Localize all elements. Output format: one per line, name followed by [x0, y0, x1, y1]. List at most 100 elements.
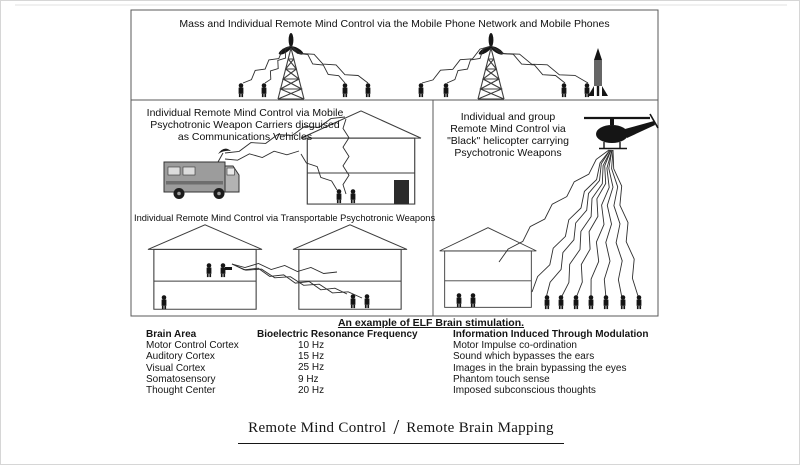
footer-title-text: Remote Mind Control/Remote Brain Mapping: [238, 415, 564, 444]
col-header-brain-area: Brain Area: [146, 329, 197, 340]
col-header-frequency: Bioelectric Resonance Frequency: [257, 329, 418, 340]
person-icon: [456, 293, 462, 308]
zigzag-beam: [603, 149, 614, 299]
elf-table-col-effect: Information Induced Through Modulation M…: [453, 329, 649, 396]
transportable-section-title: Individual Remote Mind Control via Trans…: [134, 213, 436, 223]
zigzag-beam: [224, 150, 300, 161]
person-icon: [558, 295, 564, 310]
transmission-tower-icon: [477, 32, 505, 100]
van-title-line: Psychotronic Weapon Carriers disguised: [150, 119, 340, 131]
person-icon: [350, 189, 356, 204]
zigzag-beam: [611, 149, 623, 299]
zigzag-beam: [545, 149, 611, 299]
van-section-graphic: [163, 110, 422, 205]
elf-table-col-brain-area: Brain Area Motor Control Cortex Auditory…: [146, 329, 239, 396]
person-icon: [220, 263, 226, 278]
radio-beams: [242, 45, 589, 84]
person-icon: [603, 295, 609, 310]
table-cell: Phantom touch sense: [453, 373, 550, 385]
zigzag-beam: [224, 116, 346, 154]
crowd-figures: [544, 295, 642, 310]
footer-right-text: Remote Brain Mapping: [406, 420, 554, 436]
table-cell: 20 Hz: [298, 384, 325, 396]
person-icon: [364, 294, 370, 309]
table-cell: 9 Hz: [298, 373, 319, 385]
van-icon: [163, 148, 240, 199]
transmission-tower-icon: [277, 32, 305, 100]
table-cell: Visual Cortex: [146, 362, 206, 374]
table-cell: Motor Impulse co-ordination: [453, 340, 577, 352]
table-cell: Thought Center: [146, 385, 216, 397]
person-icon: [470, 293, 476, 308]
helicopter-icon: [584, 113, 659, 150]
person-icon: [350, 294, 356, 309]
table-cell: Imposed subconscious thoughts: [453, 385, 596, 397]
zigzag-beam: [490, 45, 566, 84]
table-cell: Images in the brain bypassing the eyes: [453, 362, 627, 374]
van-title-line: as Communications Vehicles: [177, 131, 313, 143]
person-icon: [573, 295, 579, 310]
footer-left-text: Remote Mind Control: [248, 420, 387, 436]
zigzag-beam: [231, 263, 338, 274]
person-icon: [161, 295, 167, 310]
mobile-network-graphic: [238, 32, 608, 100]
zigzag-beam: [531, 149, 611, 293]
zigzag-beam: [590, 149, 613, 299]
zigzag-beam: [575, 149, 612, 299]
diagram-frame: [130, 9, 659, 317]
person-icon: [342, 83, 348, 98]
table-cell: 15 Hz: [298, 351, 325, 363]
person-icon: [418, 83, 424, 98]
elf-table-col-frequency: 10 Hz 15 Hz 25 Hz 9 Hz 20 Hz: [298, 340, 324, 396]
crowd-figures: [238, 83, 590, 98]
person-icon: [544, 295, 550, 310]
table-cell: Somatosensory: [146, 373, 216, 385]
house-icon: [439, 227, 537, 308]
table-cell: Motor Control Cortex: [146, 340, 239, 352]
radio-beams: [498, 149, 639, 299]
helicopter-title-line: Remote Mind Control via: [450, 123, 566, 135]
zigzag-beam: [498, 149, 610, 263]
col-header-effect: Information Induced Through Modulation: [453, 329, 649, 340]
zigzag-beam: [490, 45, 589, 84]
radio-beams: [224, 116, 350, 195]
elf-table-title: An example of ELF Brain stimulation.: [337, 317, 525, 329]
person-icon: [588, 295, 594, 310]
helicopter-title-line: Individual and group: [460, 111, 556, 123]
helicopter-title-line: Psychotronic Weapons: [454, 147, 562, 159]
footer-title: Remote Mind Control/Remote Brain Mapping: [1, 415, 800, 444]
furniture-rect: [394, 180, 409, 204]
person-icon: [561, 83, 567, 98]
table-cell: 25 Hz: [298, 362, 325, 374]
zigzag-beam: [560, 149, 612, 299]
zigzag-beam: [231, 263, 363, 299]
rocket-icon: [588, 48, 608, 96]
person-icon: [620, 295, 626, 310]
zigzag-beam: [264, 45, 292, 84]
van-title-line: Individual Remote Mind Control via Mobil…: [146, 107, 344, 119]
zigzag-beam: [612, 149, 639, 297]
helicopter-section-graphic: [439, 113, 659, 310]
zigzag-beam: [242, 45, 292, 84]
zigzag-beam: [342, 118, 350, 195]
van-section-title: Individual Remote Mind Control via Mobil…: [139, 107, 351, 143]
dish-antenna-icon: [218, 148, 231, 154]
radio-beams: [231, 263, 363, 299]
handheld-weapon-icon: [225, 267, 232, 270]
zigzag-beam: [290, 45, 346, 84]
person-icon: [443, 83, 449, 98]
person-icon: [206, 263, 212, 278]
zigzag-beam: [231, 263, 348, 295]
person-icon: [365, 83, 371, 98]
transportable-section-graphic: [147, 224, 408, 310]
person-icon: [336, 189, 342, 204]
table-cell: Sound which bypasses the ears: [453, 351, 595, 363]
zigzag-beam: [300, 153, 338, 191]
helicopter-section-title: Individual and group Remote Mind Control…: [437, 111, 579, 159]
zigzag-beam: [421, 45, 492, 84]
helicopter-title-line: "Black" helicopter carrying: [447, 135, 569, 147]
house-icon: [292, 224, 408, 310]
zigzag-beam: [290, 45, 369, 84]
